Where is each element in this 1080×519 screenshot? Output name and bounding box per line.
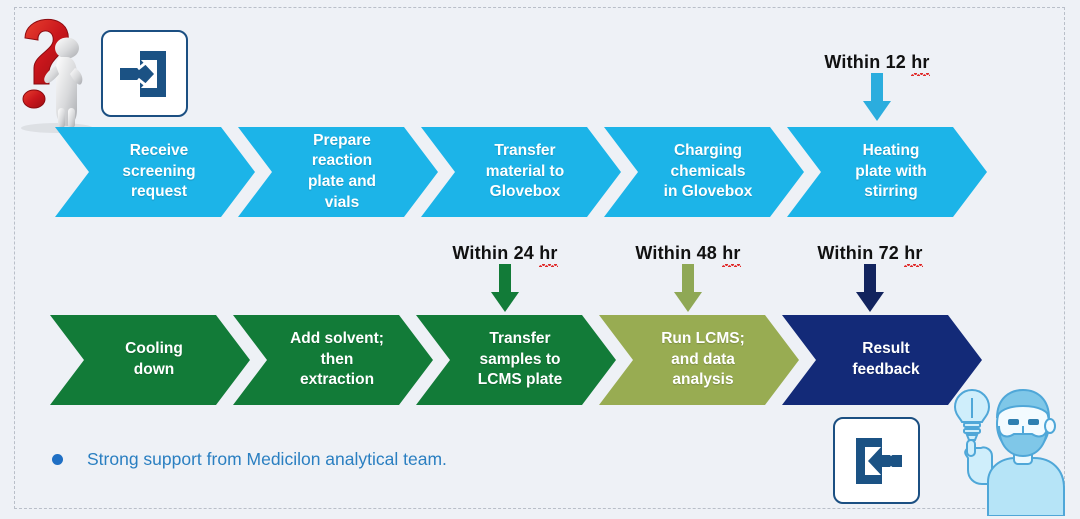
step-label: Charging chemicals in Glovebox [663,142,753,201]
step-run-lcms-and-data-analysis[interactable]: Run LCMS; and data analysis [599,315,799,405]
bullet-dot-icon [52,454,63,465]
time-annotation-24hr-text: Within 24 hr [452,243,559,267]
time-annotation-48hr-unit: hr [722,243,742,267]
time-annotation-12hr-unit: hr [911,52,931,76]
time-annotation-24hr-prefix: Within 24 [452,243,540,263]
export-from-box-icon[interactable] [833,417,920,504]
down-arrow-12hr [860,73,894,121]
step-charging-chemicals-in-glovebox[interactable]: Charging chemicals in Glovebox [604,127,804,217]
step-label: Transfer material to Glovebox [485,142,565,201]
time-annotation-72hr-text: Within 72 hr [817,243,924,267]
step-receive-screening-request[interactable]: Receive screening request [55,127,255,217]
down-arrow-12hr-head [863,101,891,121]
down-arrow-72hr-head [856,292,884,312]
top-process-row: Receive screening request Prepare reacti… [0,127,1080,217]
step-label: Heating plate with stirring [855,142,927,201]
step-label: Add solvent; then extraction [290,330,384,389]
time-annotation-12hr-prefix: Within 12 [824,52,912,72]
down-arrow-48hr-shaft [682,264,694,294]
step-transfer-samples-to-lcms-plate[interactable]: Transfer samples to LCMS plate [416,315,616,405]
time-annotation-12hr-text: Within 12 hr [824,52,931,76]
time-annotation-72hr: Within 72 hr [770,243,970,312]
step-label: Result feedback [852,340,920,378]
down-arrow-12hr-shaft [871,73,883,103]
down-arrow-48hr-head [674,292,702,312]
time-annotation-48hr-text: Within 48 hr [635,243,742,267]
step-label: Transfer samples to LCMS plate [477,330,563,389]
step-label: Cooling down [125,340,183,378]
step-label: Run LCMS; and data analysis [661,330,745,389]
step-cooling-down[interactable]: Cooling down [50,315,250,405]
down-arrow-72hr-shaft [864,264,876,294]
down-arrow-48hr [671,264,705,312]
time-annotation-48hr: Within 48 hr [588,243,788,312]
step-transfer-material-to-glovebox[interactable]: Transfer material to Glovebox [421,127,621,217]
step-add-solvent-then-extraction[interactable]: Add solvent; then extraction [233,315,433,405]
step-label: Prepare reaction plate and vials [307,131,377,211]
time-annotation-48hr-prefix: Within 48 [635,243,723,263]
footer-bullet-label: Strong support from Medicilon analytical… [87,449,447,469]
footer-bullet-item: Strong support from Medicilon analytical… [52,449,447,470]
import-to-box-icon[interactable] [101,30,188,117]
time-annotation-72hr-prefix: Within 72 [817,243,905,263]
time-annotation-72hr-unit: hr [904,243,924,267]
question-mark-person-illustration [12,8,98,133]
time-annotation-12hr: Within 12 hr [777,52,977,121]
down-arrow-24hr [488,264,522,312]
down-arrow-72hr [853,264,887,312]
idea-man-lightbulb-illustration [950,384,1076,517]
down-arrow-24hr-head [491,292,519,312]
time-annotation-24hr: Within 24 hr [405,243,605,312]
step-heating-plate-with-stirring[interactable]: Heating plate with stirring [787,127,987,217]
time-annotation-24hr-unit: hr [539,243,559,267]
bottom-process-row: Cooling down Add solvent; then extractio… [0,315,1080,405]
step-prepare-reaction-plate-and-vials[interactable]: Prepare reaction plate and vials [238,127,438,217]
down-arrow-24hr-shaft [499,264,511,294]
step-label: Receive screening request [122,142,196,201]
